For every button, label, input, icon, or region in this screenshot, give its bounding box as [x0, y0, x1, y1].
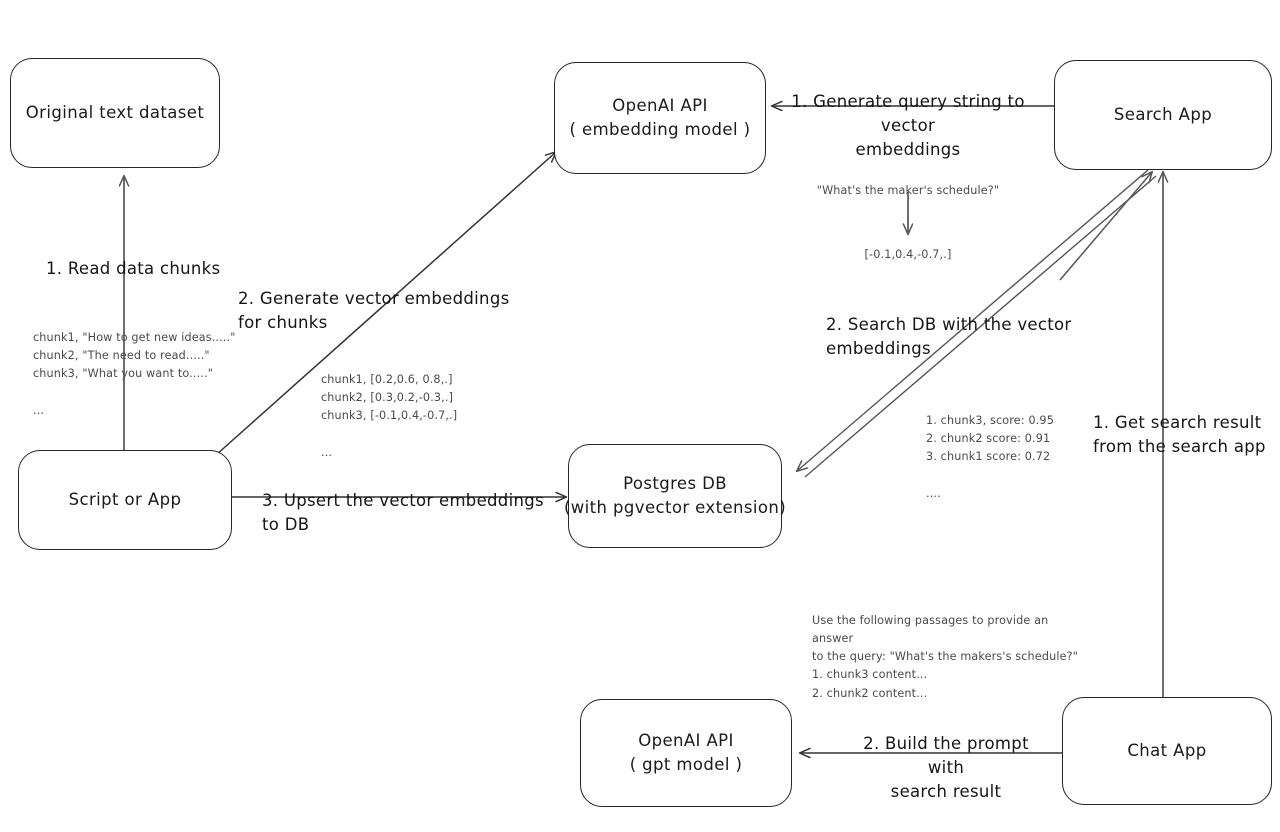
note-chunks-text: chunk1, "How to get new ideas....." chun… — [33, 331, 236, 417]
node-postgres-db[interactable]: Postgres DB (with pgvector extension) — [564, 444, 786, 548]
edge-search-result-return — [1059, 172, 1152, 281]
node-label: OpenAI API — [638, 731, 734, 751]
node-script-or-app[interactable]: Script or App — [18, 450, 232, 550]
node-openai-api-gpt[interactable]: OpenAI API ( gpt model ) — [580, 699, 792, 807]
note-query-vector: [-0.1,0.4,-0.7,.] — [864, 248, 952, 261]
node-label: Postgres DB — [623, 474, 727, 494]
edge-label-get-search-result: 1. Get search result from the search app — [1093, 413, 1266, 456]
node-search-app[interactable]: Search App — [1054, 60, 1272, 170]
node-label: Original text dataset — [25, 103, 205, 123]
edge-label-upsert-to-db: 3. Upsert the vector embeddings to DB — [262, 491, 544, 534]
edge-label-read-data-chunks: 1. Read data chunks — [46, 259, 221, 278]
edge-label-generate-vector-embeddings: 2. Generate vector embeddings for chunks — [238, 289, 510, 332]
edge-label-search-db: 2. Search DB with the vector embeddings — [826, 315, 1072, 358]
edge-label-build-prompt: 2. Build the prompt with search result — [863, 734, 1029, 801]
node-label: OpenAI API — [612, 96, 708, 116]
note-chunks-vectors: chunk1, [0.2,0.6, 0.8,.] chunk2, [0.3,0.… — [321, 373, 458, 459]
node-sublabel: ( gpt model ) — [629, 755, 743, 774]
node-label: Search App — [1113, 105, 1213, 125]
edge-label-generate-query-string: 1. Generate query string to vector embed… — [791, 92, 1025, 159]
node-sublabel: ( embedding model ) — [569, 120, 751, 139]
node-original-text-dataset[interactable]: Original text dataset — [10, 58, 220, 168]
note-search-results: 1. chunk3, score: 0.95 2. chunk2 score: … — [926, 414, 1054, 500]
node-sublabel: (with pgvector extension) — [563, 498, 787, 517]
node-openai-api-embedding[interactable]: OpenAI API ( embedding model ) — [554, 62, 766, 174]
node-label: Script or App — [68, 490, 182, 510]
note-prompt-text: Use the following passages to provide an… — [812, 614, 1079, 700]
node-chat-app[interactable]: Chat App — [1062, 697, 1272, 805]
note-query-string: "What's the maker's schedule?" — [816, 184, 1000, 197]
node-label: Chat App — [1127, 741, 1207, 761]
